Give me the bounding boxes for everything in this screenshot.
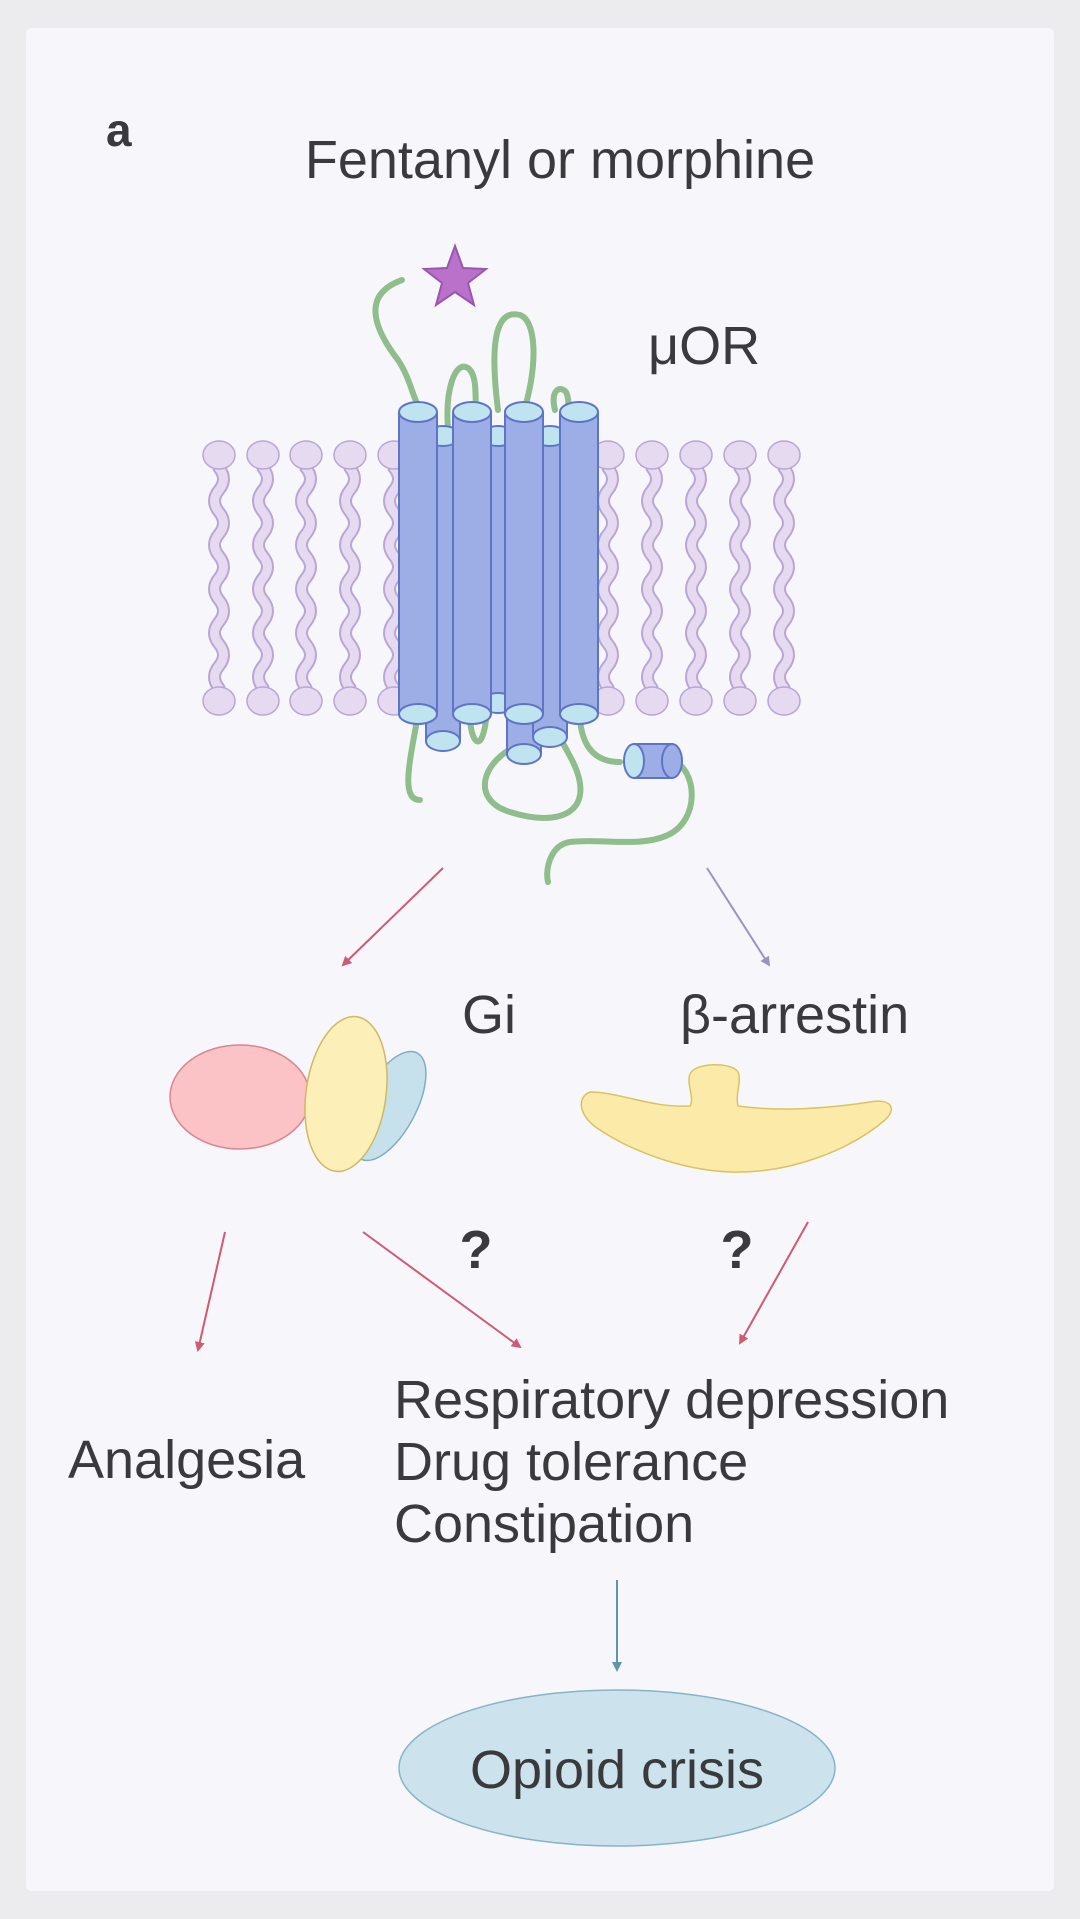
question-mark-arrestin: ?: [721, 1220, 754, 1280]
transmembrane-helix: [452, 401, 492, 725]
side-effect-tolerance: Drug tolerance: [394, 1432, 748, 1492]
arrow-gi-to-side-effects: [362, 1231, 522, 1349]
arrow-receptor-to-gi: [341, 867, 444, 967]
lipid-molecule: [246, 440, 280, 716]
gi-beta-subunit: [304, 1015, 388, 1173]
transmembrane-helix: [559, 401, 599, 725]
lipid-molecule: [202, 440, 236, 716]
side-effect-respiratory: Respiratory depression: [394, 1370, 949, 1430]
helix-8: [623, 743, 683, 779]
figure-panel: [26, 28, 1054, 1891]
arrestin-label: β-arrestin: [680, 985, 909, 1045]
lipid-molecule: [333, 440, 367, 716]
receptor-label: μOR: [648, 316, 760, 376]
lipid-molecule: [591, 440, 625, 716]
transmembrane-helix: [504, 401, 544, 725]
lipid-molecule: [289, 440, 323, 716]
lipid-molecule: [635, 440, 669, 716]
side-effect-constipation: Constipation: [394, 1494, 694, 1554]
arrow-gi-to-analgesia: [194, 1231, 226, 1352]
panel-letter: a: [106, 104, 132, 156]
lipid-molecule: [679, 440, 713, 716]
opioid-crisis-label: Opioid crisis: [470, 1740, 764, 1800]
receptor-helices: [398, 401, 599, 765]
transmembrane-helix: [398, 401, 438, 725]
gi-label: Gi: [462, 985, 516, 1045]
gi-protein-heterotrimer: [169, 1015, 427, 1173]
ligand-star-icon: [421, 243, 489, 308]
opioid-crisis-ellipse: [398, 1689, 836, 1847]
ligand-label: Fentanyl or morphine: [305, 130, 815, 190]
lipid-bilayer: [202, 440, 801, 716]
analgesia-label: Analgesia: [68, 1430, 306, 1490]
beta-arrestin-shape: [580, 1064, 892, 1173]
lipid-molecule: [767, 440, 801, 716]
extracellular-loops: [372, 277, 572, 431]
lipid-molecule: [723, 440, 757, 716]
gi-alpha-subunit: [169, 1044, 311, 1150]
question-mark-gi: ?: [460, 1220, 493, 1280]
arrow-arrestin-to-side-effects: [739, 1221, 809, 1345]
arrow-receptor-to-arrestin: [706, 867, 771, 967]
